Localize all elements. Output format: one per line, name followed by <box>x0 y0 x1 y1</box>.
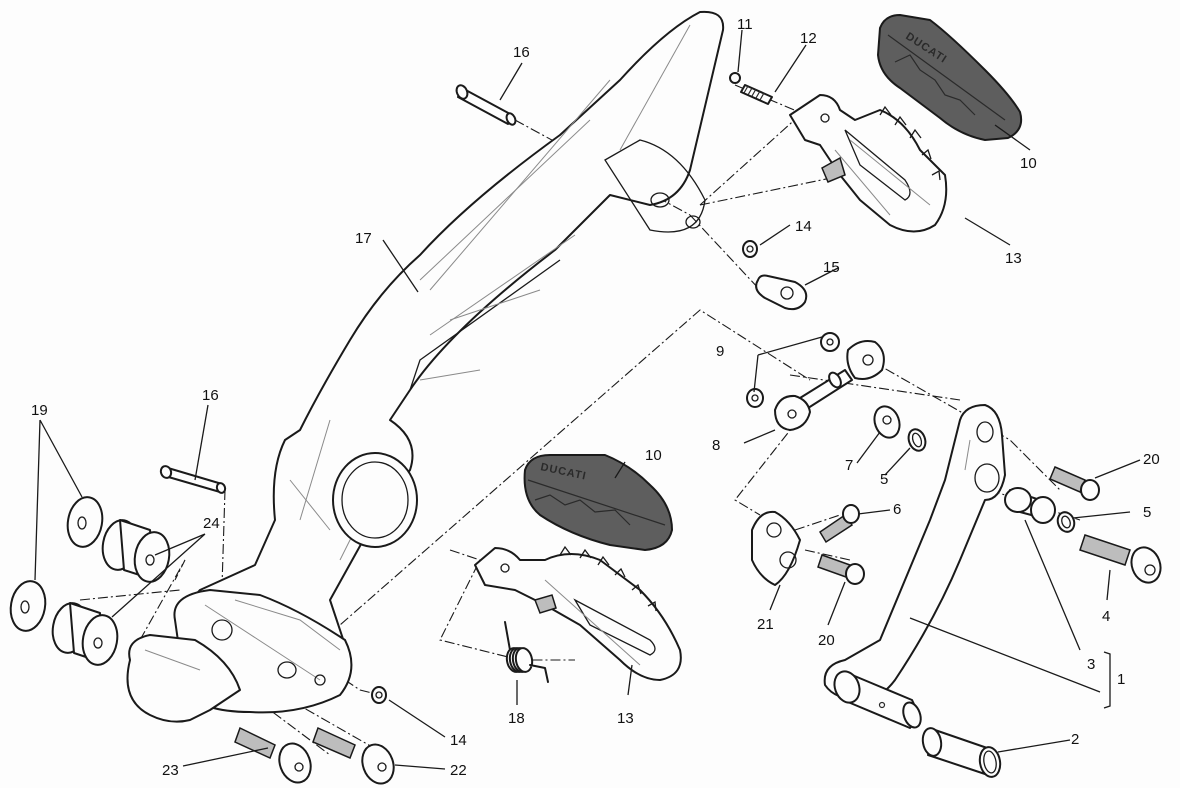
part-18-spring <box>504 621 549 683</box>
part-21-clamp <box>751 510 801 586</box>
callout-24: 24 <box>203 515 220 532</box>
callout-5-upper: 5 <box>880 471 888 488</box>
callout-14-bottom: 14 <box>450 732 467 749</box>
callout-5-lower: 5 <box>1143 504 1151 521</box>
part-20-bolt-right <box>1049 466 1100 501</box>
part-14-nut-top <box>742 240 758 258</box>
part-23-bolt <box>234 726 312 784</box>
part-3-gear-lever <box>823 404 1006 701</box>
callout-labels: 1 2 3 4 5 5 6 7 8 9 10 10 11 12 13 13 14… <box>31 16 1160 779</box>
part-14-nut-bottom <box>371 686 387 704</box>
callout-10-center: 10 <box>645 447 662 464</box>
callout-4: 4 <box>1102 608 1110 625</box>
callout-15: 15 <box>823 259 840 276</box>
leader-lines <box>34 29 1141 770</box>
callout-9: 9 <box>716 343 724 360</box>
part-11-ball <box>729 72 741 84</box>
part-17-footrest-bracket <box>126 10 725 723</box>
callout-7: 7 <box>845 457 853 474</box>
part-4-pivot-bolt <box>1079 534 1162 584</box>
callout-14-top: 14 <box>795 218 812 235</box>
callout-3: 3 <box>1087 656 1095 673</box>
callout-22: 22 <box>450 762 467 779</box>
part-15-plate <box>755 274 808 311</box>
callout-16-left: 16 <box>202 387 219 404</box>
part-13-footpeg-center <box>474 545 682 681</box>
callout-16-top: 16 <box>513 44 530 61</box>
callout-13-top: 13 <box>1005 250 1022 267</box>
callout-20-right: 20 <box>1143 451 1160 468</box>
part-13-footpeg-top <box>789 94 948 233</box>
part-5-oring-upper <box>907 428 927 452</box>
part-24-spools <box>51 519 171 666</box>
part-7-washer <box>873 405 901 439</box>
callout-10-top: 10 <box>1020 155 1037 172</box>
callout-11: 11 <box>737 16 753 33</box>
part-16-pin-top <box>455 84 517 126</box>
part-5-oring-lower <box>1056 511 1076 533</box>
part-2-sleeve <box>921 727 1002 778</box>
callout-21: 21 <box>757 616 774 633</box>
part-22-bolt <box>312 726 395 785</box>
callout-18: 18 <box>508 710 525 727</box>
part-19-washers <box>9 496 104 632</box>
part-1-shift-peg <box>833 670 922 729</box>
callout-19: 19 <box>31 402 48 419</box>
part-16-pin-left <box>159 465 227 494</box>
part-10-rubber-pad-center: DUCATI <box>523 454 673 551</box>
part-20-bolt-center <box>817 554 865 585</box>
part-10-rubber-pad-top: DUCATI <box>877 14 1023 141</box>
callout-17: 17 <box>355 230 372 247</box>
part-8-linkage-rod <box>774 340 885 431</box>
callout-6: 6 <box>893 501 901 518</box>
callout-12: 12 <box>800 30 817 47</box>
callout-2: 2 <box>1071 731 1079 748</box>
callout-20-center: 20 <box>818 632 835 649</box>
part-12-spring <box>740 84 773 105</box>
callout-8: 8 <box>712 437 720 454</box>
callout-23: 23 <box>162 762 179 779</box>
callout-13-center: 13 <box>617 710 634 727</box>
callout-1: 1 <box>1117 671 1125 688</box>
part-3-bushing <box>1004 487 1056 524</box>
part-6-bolt <box>818 504 860 544</box>
part-9-nuts <box>746 332 840 408</box>
